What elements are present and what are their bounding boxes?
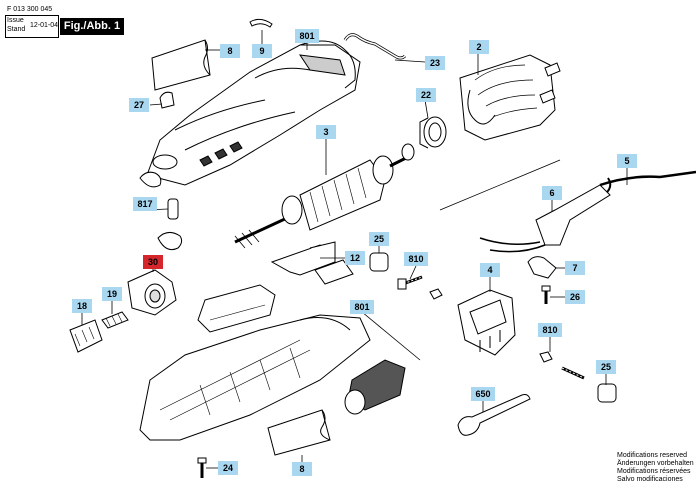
part-label-817: 817	[133, 197, 157, 211]
leader-lines	[81, 30, 628, 469]
figure-tag: Fig./Abb. 1	[60, 18, 124, 35]
part-label-30: 30	[143, 255, 163, 269]
part-label-22: 22	[416, 88, 436, 102]
switch	[457, 289, 516, 356]
section-divider	[439, 159, 561, 211]
note-fr: Modifications réservées	[617, 468, 691, 475]
issue-date: 12-01-04	[30, 22, 59, 29]
part-label-18: 18	[72, 299, 92, 313]
nose-piece	[69, 319, 103, 353]
part-label-27: 27	[129, 98, 149, 112]
part-label-24: 24	[218, 461, 238, 475]
note-en: Modifications reserved	[617, 452, 688, 459]
spring-wire	[343, 33, 407, 60]
retaining-ring	[157, 232, 183, 251]
part-label-7: 7	[565, 261, 585, 275]
part-label-4: 4	[480, 263, 500, 277]
armature	[234, 143, 415, 249]
part-label-5: 5	[617, 154, 637, 168]
collar-nut	[127, 269, 177, 316]
part-label-26: 26	[565, 290, 585, 304]
cord-guard	[479, 184, 611, 253]
part-label-810-upper: 810	[404, 252, 428, 266]
label-card-top	[151, 39, 211, 91]
part-label-6: 6	[542, 186, 562, 200]
front-cover-upper	[197, 284, 276, 333]
part-label-19: 19	[102, 287, 122, 301]
collet-pin	[167, 198, 179, 220]
part-label-25-lower: 25	[596, 360, 616, 374]
cap-part	[159, 91, 175, 109]
part-label-801-top: 801	[295, 29, 319, 43]
note-es: Salvo modificaciones	[617, 476, 683, 483]
part-label-8-bottom: 8	[292, 462, 312, 476]
carbon-brush-right	[597, 383, 617, 403]
bearing	[419, 116, 447, 149]
spanner	[457, 394, 531, 436]
field-coil	[459, 54, 561, 141]
part-label-23: 23	[425, 56, 445, 70]
carbon-brush-left	[369, 252, 389, 272]
stand-label: Stand	[7, 26, 26, 33]
brush-holder	[270, 244, 336, 276]
part-label-3: 3	[316, 125, 336, 139]
part-label-25-upper: 25	[369, 232, 389, 246]
modifications-notes: Modifications reserved Änderungen vorbeh…	[617, 452, 694, 484]
part-label-650: 650	[471, 387, 495, 401]
power-cable	[599, 170, 696, 187]
screw-set-upper	[397, 275, 443, 300]
part-label-801-bottom: 801	[350, 300, 374, 314]
upper-housing	[139, 40, 361, 188]
clip-part	[249, 18, 273, 28]
issue-box	[5, 15, 59, 38]
note-de: Änderungen vorbehalten	[617, 460, 694, 467]
issue-label: Issue	[7, 17, 24, 24]
screw-set-lower	[539, 351, 585, 380]
part-label-9: 9	[252, 44, 272, 58]
lower-housing	[139, 314, 371, 441]
cable-clamp	[527, 256, 557, 279]
part-label-8-top: 8	[220, 44, 240, 58]
part-label-2: 2	[469, 40, 489, 54]
part-label-12: 12	[345, 251, 365, 265]
grip-cap	[344, 359, 406, 415]
part-label-810-lower: 810	[538, 323, 562, 337]
collet	[101, 311, 129, 329]
doc-number: F 013 300 045	[7, 6, 53, 13]
